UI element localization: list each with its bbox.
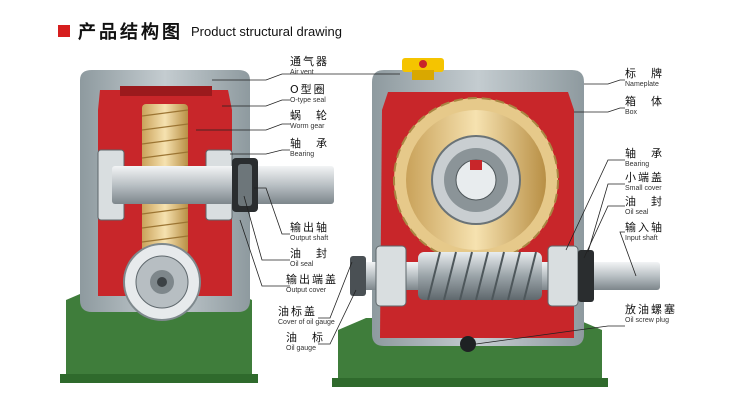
header-title-en: Product structural drawing — [191, 23, 343, 39]
label-bearing-left-en: Bearing — [290, 151, 315, 158]
left-gearbox — [60, 70, 334, 383]
label-o-type-seal-cn: O型圈 — [290, 83, 327, 96]
label-air-vent-en: Air vent — [290, 69, 314, 76]
label-nameplate-cn: 标 牌 — [625, 67, 664, 80]
label-worm-gear-en: Worm gear — [290, 123, 325, 130]
label-oil-gauge-cover-en: Cover of oil gauge — [278, 319, 335, 326]
right-base-foot — [332, 378, 608, 387]
label-nameplate: 标 牌 Nameplate — [625, 68, 664, 88]
worm — [418, 252, 542, 300]
label-bearing-left-cn: 轴 承 — [290, 137, 329, 150]
label-oil-seal-left: 油 封 Oil seal — [290, 248, 329, 268]
label-worm-gear-cn: 蜗 轮 — [290, 109, 329, 122]
label-input-shaft-en: Input shaft — [625, 235, 658, 242]
label-o-type-seal: O型圈 O-type seal — [290, 84, 327, 104]
label-output-cover: 输出端盖 Output cover — [286, 274, 338, 294]
label-output-shaft: 输出轴 Output shaft — [290, 222, 329, 242]
label-input-shaft: 输入轴 Input shaft — [625, 222, 664, 242]
label-input-shaft-cn: 输入轴 — [625, 221, 664, 234]
label-air-vent: 通气器 Air vent — [290, 56, 329, 76]
oil-screw-plug — [460, 336, 476, 352]
label-oil-screw-plug: 放油螺塞 Oil screw plug — [625, 304, 677, 324]
oil-gauge-cover — [350, 256, 366, 296]
header-title-cn: 产品结构图 — [78, 22, 183, 43]
label-bearing-right: 轴 承 Bearing — [625, 148, 664, 168]
label-oil-gauge-cover: 油标盖 Cover of oil gauge — [278, 306, 335, 326]
label-oil-gauge: 油 标 Oil gauge — [286, 332, 325, 352]
label-output-cover-en: Output cover — [286, 287, 327, 294]
left-oil-seal — [238, 164, 252, 206]
label-oil-gauge-en: Oil gauge — [286, 345, 316, 352]
label-oil-seal-right-en: Oil seal — [625, 209, 649, 216]
label-small-cover-cn: 小端盖 — [625, 171, 664, 184]
left-output-shaft — [112, 166, 334, 204]
label-oil-seal-left-cn: 油 封 — [290, 247, 329, 260]
label-oil-seal-right: 油 封 Oil seal — [625, 196, 664, 216]
left-base-foot — [60, 374, 258, 383]
label-oil-screw-plug-cn: 放油螺塞 — [625, 303, 677, 316]
right-bearing-left — [375, 245, 407, 307]
label-small-cover: 小端盖 Small cover — [625, 172, 664, 192]
label-box-cn: 箱 体 — [625, 95, 664, 108]
label-box: 箱 体 Box — [625, 96, 664, 116]
label-oil-gauge-cn: 油 标 — [286, 331, 325, 344]
right-gearbox — [332, 58, 660, 387]
label-bearing-right-cn: 轴 承 — [625, 147, 664, 160]
label-oil-gauge-cover-cn: 油标盖 — [278, 305, 317, 318]
label-bearing-left: 轴 承 Bearing — [290, 138, 329, 158]
label-bearing-right-en: Bearing — [625, 161, 650, 168]
label-output-shaft-cn: 输出轴 — [290, 221, 329, 234]
label-oil-seal-left-en: Oil seal — [290, 261, 314, 268]
label-o-type-seal-en: O-type seal — [290, 97, 326, 104]
label-box-en: Box — [625, 109, 638, 116]
label-nameplate-en: Nameplate — [625, 81, 659, 88]
label-worm-gear: 蜗 轮 Worm gear — [290, 110, 329, 130]
label-oil-screw-plug-en: Oil screw plug — [625, 317, 669, 324]
right-bearing-right — [547, 245, 579, 307]
label-output-shaft-en: Output shaft — [290, 235, 329, 242]
label-output-cover-cn: 输出端盖 — [286, 273, 338, 286]
diagram-header: 产品结构图 Product structural drawing — [58, 18, 342, 44]
leader-lines — [196, 73, 637, 345]
label-oil-seal-right-cn: 油 封 — [625, 195, 664, 208]
label-air-vent-cn: 通气器 — [290, 55, 329, 68]
left-top-rib — [120, 86, 212, 96]
header-red-square — [58, 25, 70, 37]
small-cover — [578, 250, 594, 302]
label-small-cover-en: Small cover — [625, 185, 662, 192]
